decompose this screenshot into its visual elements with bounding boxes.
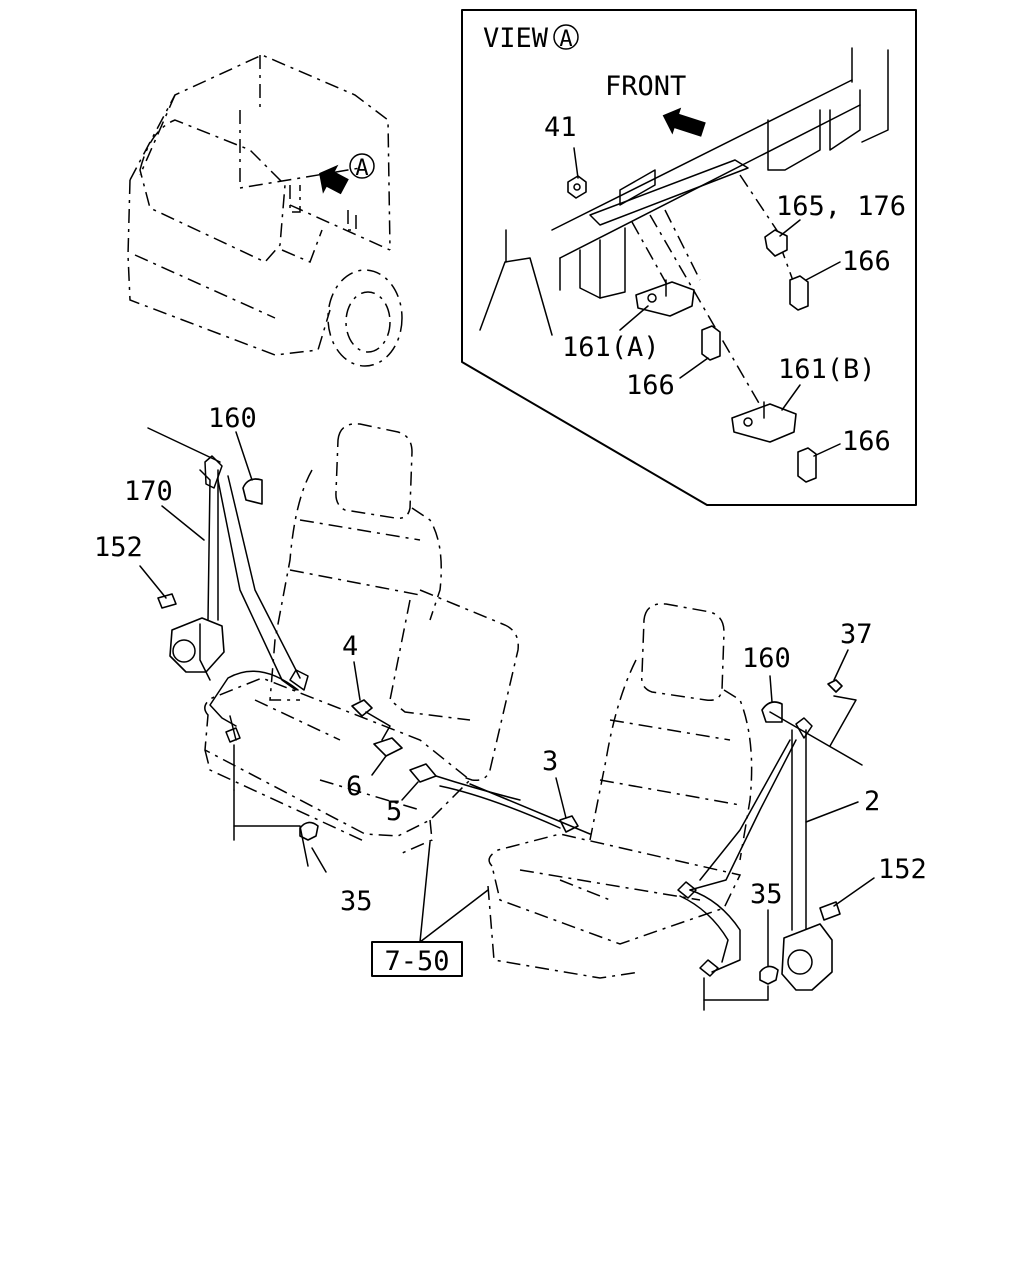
callout-6: 6	[346, 771, 362, 802]
callout-4: 4	[342, 631, 358, 662]
right-seat-assembly: 160 37 2 152 35	[487, 603, 927, 1011]
callout-5: 5	[386, 796, 402, 827]
callout-41: 41	[544, 112, 577, 143]
callout-165-176: 165, 176	[776, 191, 906, 222]
callout-152-left: 152	[94, 532, 143, 563]
cab-view-marker: A	[355, 156, 368, 181]
callout-35-left: 35	[340, 886, 373, 917]
callout-160-left: 160	[208, 403, 257, 434]
view-title: VIEW	[483, 23, 549, 54]
reference-box-label: 7-50	[384, 946, 449, 977]
callout-166-top: 166	[842, 246, 891, 277]
front-label: FRONT	[605, 71, 686, 102]
left-seat-assembly: 160 170 152 4 6 5 3 35	[94, 403, 591, 917]
callout-161b: 161(B)	[778, 354, 876, 385]
callout-166-bot: 166	[842, 426, 891, 457]
view-a-inset: VIEW A FRONT 41 165, 176	[461, 9, 917, 506]
arrow-view-icon	[319, 164, 349, 195]
view-letter-circle	[553, 24, 579, 50]
callout-37: 37	[840, 619, 873, 650]
callout-160-right: 160	[742, 643, 791, 674]
callout-166-mid: 166	[626, 370, 675, 401]
callout-161a: 161(A)	[562, 332, 660, 363]
callout-2: 2	[864, 786, 880, 817]
callout-35-right: 35	[750, 879, 783, 910]
callout-3: 3	[542, 746, 558, 777]
arrow-front-icon	[662, 107, 706, 137]
view-letter: A	[559, 27, 572, 52]
reference-box-group: 7-50	[371, 841, 489, 977]
callout-152-right: 152	[878, 854, 927, 885]
cab-outline: A	[127, 54, 403, 367]
callout-170: 170	[124, 476, 173, 507]
reference-box	[371, 941, 463, 977]
